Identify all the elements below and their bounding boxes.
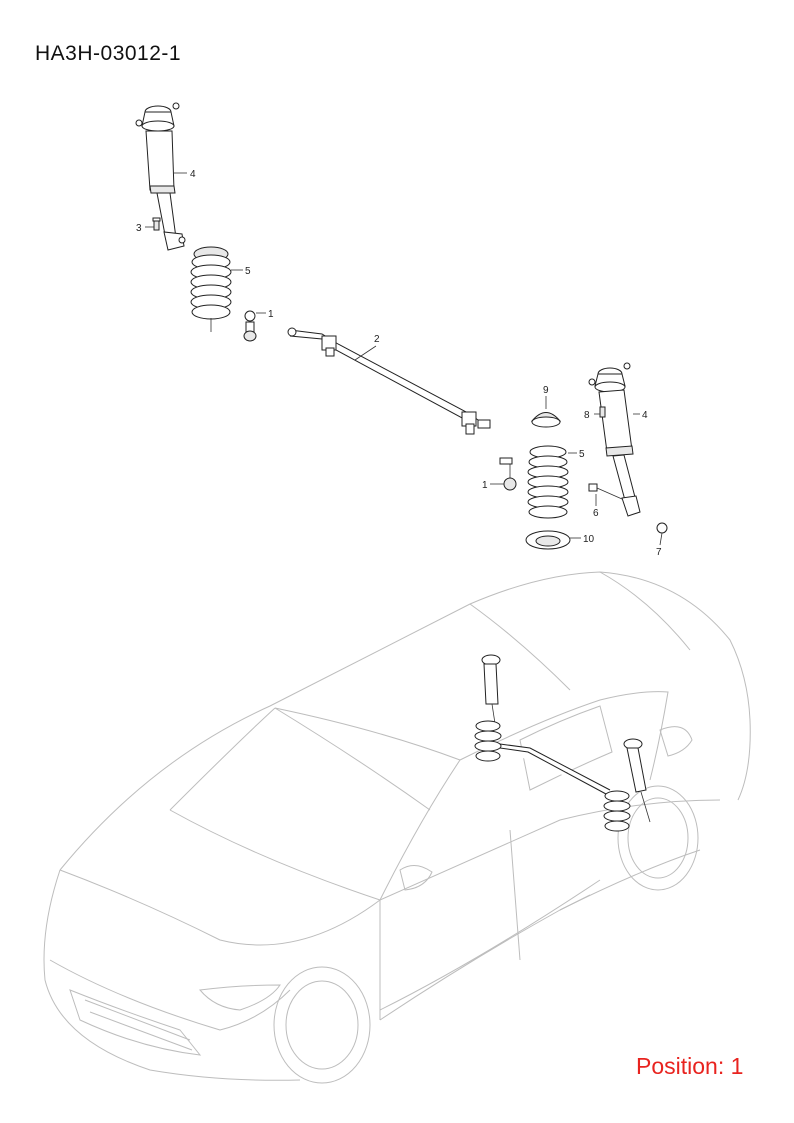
- stabilizer-bar: [287, 327, 491, 435]
- callout-6: 6: [593, 508, 599, 519]
- callout-4-right: 4: [642, 410, 648, 421]
- callout-5-left: 5: [245, 266, 251, 277]
- suspension-in-car: [474, 654, 651, 832]
- callout-1-left: 1: [268, 309, 274, 320]
- callout-10: 10: [583, 534, 595, 545]
- callout-7: 7: [656, 547, 662, 558]
- stabilizer-link-left: [243, 310, 257, 342]
- callout-4-left: 4: [190, 169, 196, 180]
- lower-spring-seat-10: [525, 530, 571, 550]
- callout-3: 3: [136, 223, 142, 234]
- coil-spring-left: [190, 246, 232, 332]
- bolt-6: [588, 483, 623, 500]
- callout-2: 2: [374, 334, 380, 345]
- coil-spring-right: [527, 445, 569, 519]
- bolt-3: [152, 217, 161, 231]
- bolt-8: [599, 406, 606, 418]
- callout-8: 8: [584, 410, 590, 421]
- upper-spring-seat-9: [530, 412, 562, 428]
- position-label: Position: 1: [636, 1053, 744, 1079]
- shock-absorber-right: [588, 362, 641, 517]
- stabilizer-link-right: [499, 457, 517, 491]
- callout-1-right: 1: [482, 480, 488, 491]
- callout-9: 9: [543, 385, 549, 396]
- diagram-code: HA3H-03012-1: [35, 42, 182, 65]
- nut-7: [656, 522, 668, 534]
- callout-5-right: 5: [579, 449, 585, 460]
- leader-lines: [145, 172, 663, 546]
- shock-absorber-left: [135, 102, 186, 251]
- car-outline: [43, 571, 751, 1084]
